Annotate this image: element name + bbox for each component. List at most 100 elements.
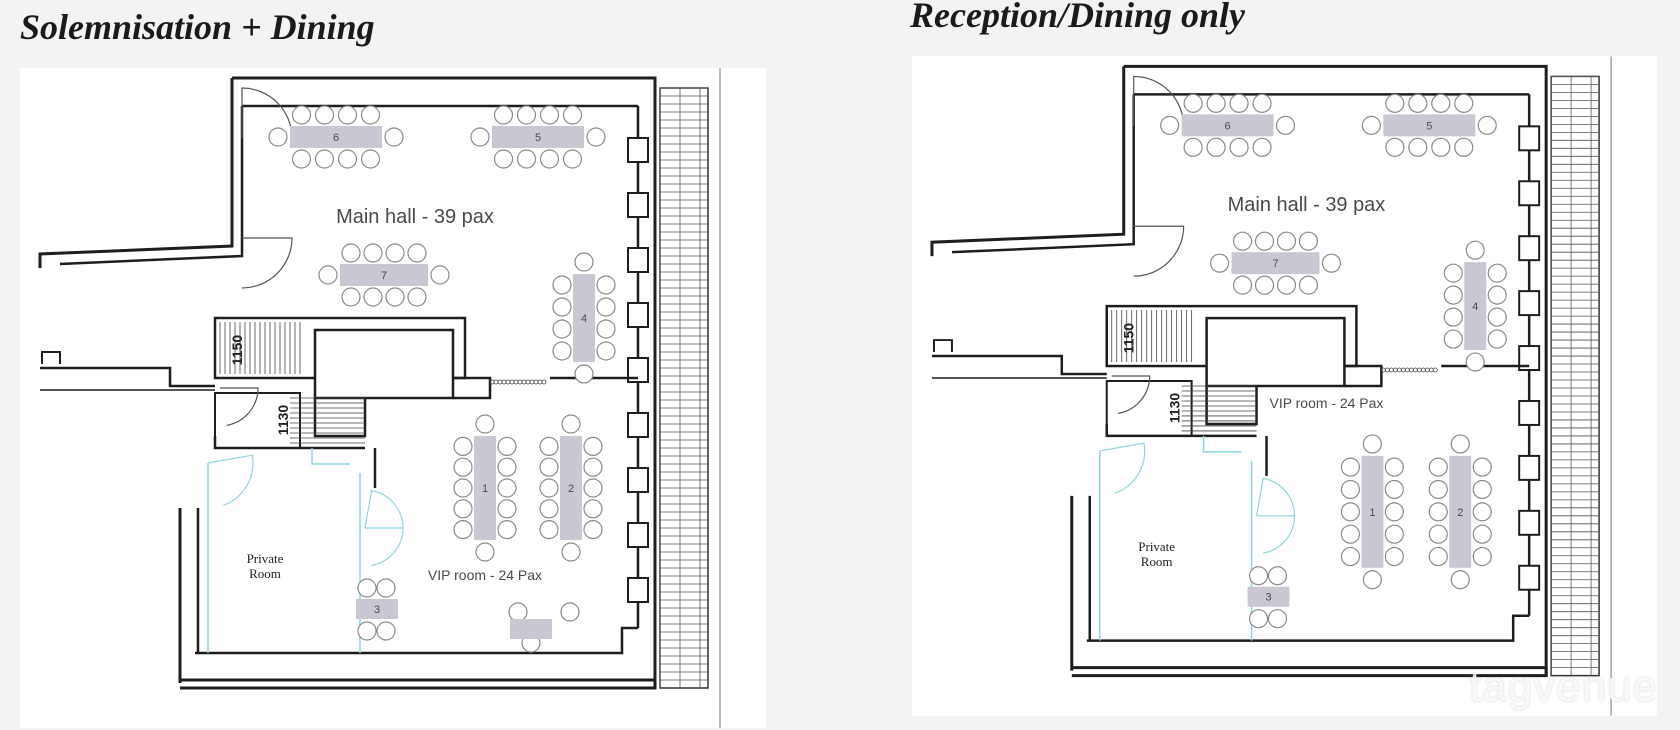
chair: [1487, 307, 1507, 327]
outer-wall-left: [38, 78, 234, 268]
table-unnumbered: [510, 619, 552, 639]
chair: [1472, 457, 1492, 477]
vip-room-label: VIP room - 24 Pax: [1270, 395, 1384, 411]
chair: [1275, 115, 1296, 135]
chair: [574, 364, 594, 384]
folding-partition: [513, 379, 519, 385]
chair: [357, 578, 377, 598]
watermark-logo: tagvenue: [1468, 662, 1658, 711]
vip-room-door-2: [1256, 515, 1296, 554]
chair: [337, 149, 358, 169]
folding-partition: [505, 379, 511, 385]
chair: [1252, 137, 1272, 157]
chair: [516, 105, 537, 125]
chair: [1384, 524, 1404, 544]
chair: [1298, 231, 1319, 251]
chair: [318, 265, 338, 285]
brick-strip: [1550, 75, 1600, 677]
chair: [1210, 253, 1230, 273]
wall-bay: [627, 247, 649, 273]
chair: [470, 127, 490, 147]
chair: [539, 478, 559, 498]
inner-wall-bottom: [1086, 614, 1530, 642]
landing-door: [220, 387, 259, 427]
chair: [539, 457, 559, 477]
chair: [1428, 546, 1448, 567]
chair: [493, 105, 514, 125]
chair: [1385, 93, 1405, 113]
folding-partition: [1432, 367, 1438, 373]
table-7: [1231, 252, 1320, 275]
main-hall-door-2: [241, 237, 293, 289]
table-1: [1361, 455, 1384, 568]
lift-core: [1205, 316, 1346, 388]
chair: [1252, 93, 1272, 113]
chair: [1183, 93, 1203, 113]
chair: [583, 499, 603, 519]
chair: [1362, 570, 1382, 590]
table-1-number: 1: [1369, 507, 1375, 519]
chair: [539, 436, 559, 456]
chair: [341, 243, 361, 263]
table-5: [1383, 114, 1476, 137]
chair: [1248, 566, 1269, 586]
chair: [268, 127, 288, 147]
table-7: [340, 264, 428, 286]
outer-wall-top: [232, 76, 657, 88]
table-2-number: 2: [1457, 507, 1463, 519]
chair: [596, 319, 616, 339]
brick-strip: [659, 87, 709, 689]
chair: [1487, 329, 1507, 349]
corridor-stub: [932, 339, 953, 353]
folding-partition: [1424, 367, 1430, 373]
chair: [574, 252, 594, 272]
chair: [1298, 275, 1319, 295]
chair: [453, 499, 473, 519]
table-3-number: 3: [1265, 592, 1271, 604]
inner-wall-left: [59, 106, 244, 266]
folding-partition: [1392, 367, 1398, 373]
chair: [407, 243, 427, 263]
inner-wall-left: [951, 94, 1135, 254]
chair: [1229, 93, 1249, 113]
chair: [453, 436, 473, 456]
chair: [314, 149, 335, 169]
folding-partition: [1420, 367, 1426, 373]
folding-partition: [1412, 367, 1418, 373]
folding-partition: [1416, 367, 1422, 373]
chair: [1254, 231, 1275, 251]
landing-wall: [1105, 423, 1257, 438]
private-room-label-2: Room: [1141, 554, 1173, 569]
table-3-number: 3: [374, 604, 380, 616]
chair: [1428, 479, 1448, 500]
table-1-number: 1: [482, 483, 488, 495]
wall-bay: [1518, 235, 1541, 262]
folding-partition: [1396, 367, 1402, 373]
lift-core: [313, 328, 455, 400]
folding-partition: [1404, 367, 1410, 373]
vip-room-door-2: [365, 527, 404, 567]
folding-partition: [533, 379, 539, 385]
private-room-door: [207, 454, 254, 506]
chair: [1472, 524, 1492, 544]
chair: [497, 520, 517, 540]
chair: [1428, 524, 1448, 544]
chair: [1183, 137, 1203, 157]
chair: [376, 621, 396, 641]
main-hall-label: Main hall - 39 pax: [1228, 194, 1386, 216]
outer-wall-top: [1123, 64, 1548, 77]
corridor-wall-top: [931, 354, 1107, 376]
chair: [1431, 137, 1451, 157]
vip-room-label: VIP room - 24 Pax: [428, 567, 542, 583]
chair: [1472, 546, 1492, 567]
main-hall-label: Main hall - 39 pax: [336, 206, 494, 228]
table-2: [560, 436, 582, 540]
landing-door: [1111, 375, 1151, 414]
chair: [453, 520, 473, 540]
private-room-label: Private: [247, 551, 284, 566]
folding-partition: [1428, 367, 1434, 373]
table-2-number: 2: [568, 483, 574, 495]
chair: [1160, 115, 1180, 135]
